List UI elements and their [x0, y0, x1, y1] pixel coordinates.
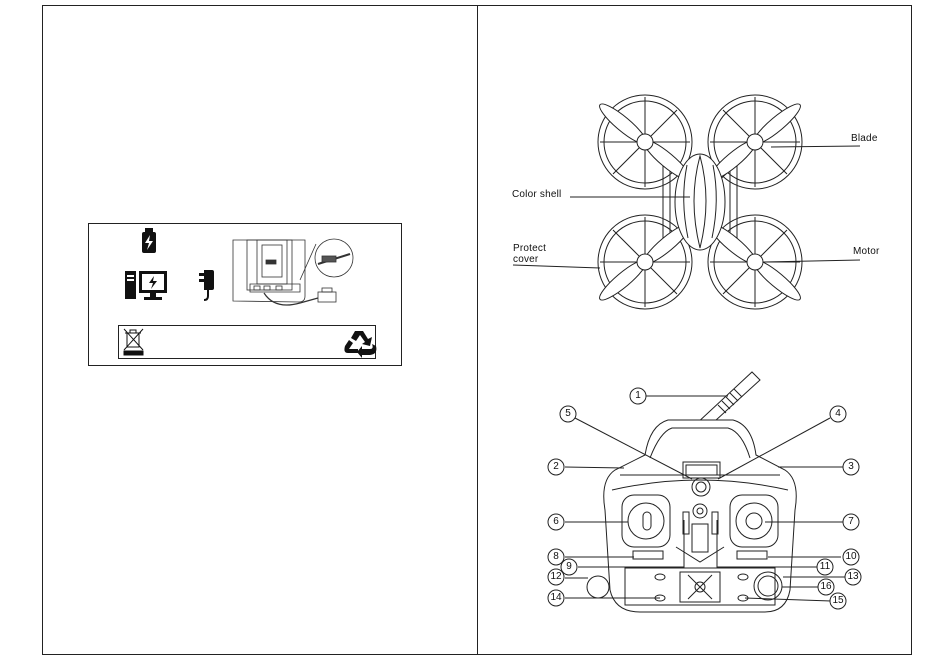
recycle-icon	[344, 331, 376, 358]
motor-label: Motor	[853, 246, 880, 257]
battery-charging-icon	[142, 228, 156, 253]
controller-diagram	[565, 372, 845, 612]
callout-number: 13	[845, 572, 861, 582]
callout-number: 14	[548, 593, 564, 603]
drone-diagram	[513, 95, 860, 309]
callout-number: 1	[630, 391, 646, 401]
callout-number: 6	[548, 517, 564, 527]
color-shell-label: Color shell	[512, 189, 561, 200]
charging-diagram	[233, 239, 353, 305]
callout-number: 11	[817, 562, 833, 572]
callout-number: 2	[548, 462, 564, 472]
computer-charging-icon	[125, 271, 167, 300]
callout-number: 12	[548, 572, 564, 582]
callout-number: 8	[548, 552, 564, 562]
callout-number: 7	[843, 517, 859, 527]
callout-number: 10	[843, 552, 859, 562]
callout-number: 16	[818, 582, 834, 592]
callout-number: 3	[843, 462, 859, 472]
callout-number: 5	[560, 409, 576, 419]
callout-number: 15	[830, 596, 846, 606]
blade-label: Blade	[851, 133, 878, 144]
wall-adapter-icon	[199, 270, 214, 300]
weee-bin-icon	[124, 329, 143, 355]
callout-number: 4	[830, 409, 846, 419]
callout-number: 9	[561, 562, 577, 572]
protect-cover-label: Protect cover	[513, 243, 546, 265]
